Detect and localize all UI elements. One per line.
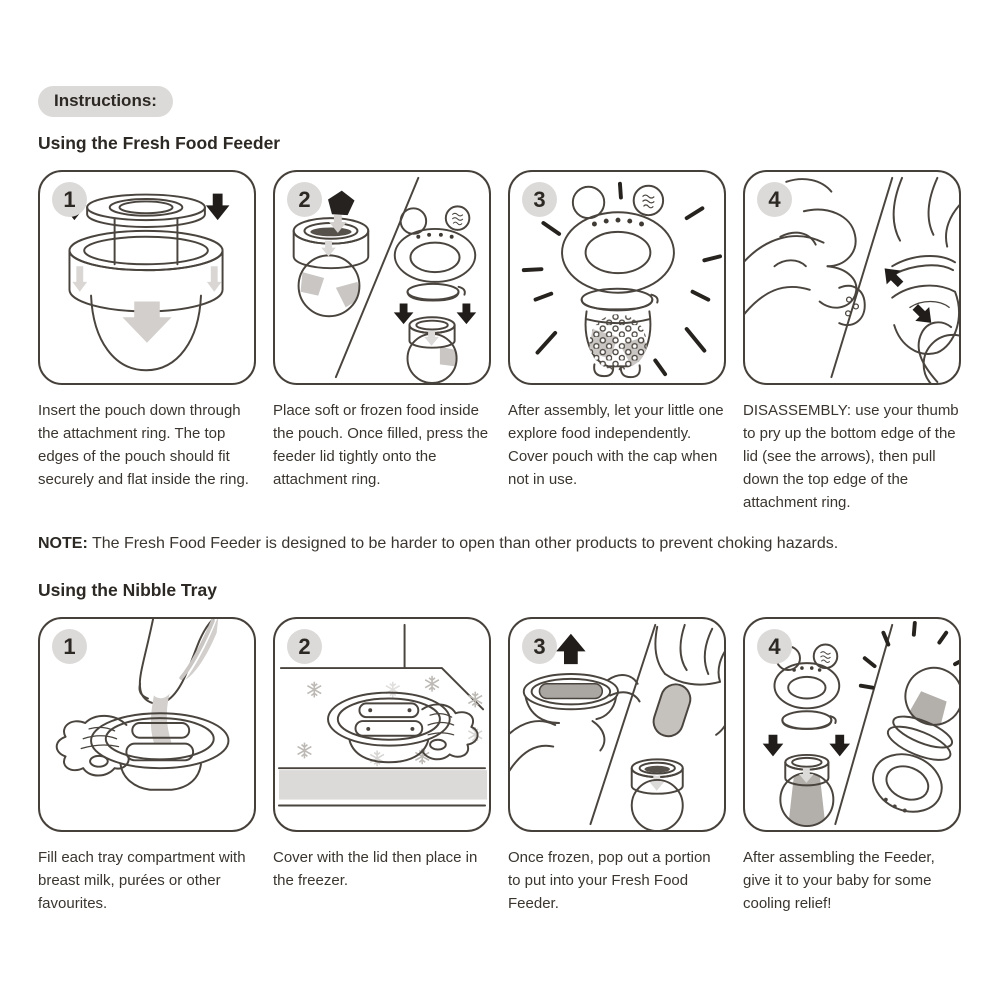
step-panel: 1 xyxy=(38,617,256,832)
note-text: NOTE: The Fresh Food Feeder is designed … xyxy=(38,534,964,554)
feeder-captions-row: Insert the pouch down through the attach… xyxy=(38,399,964,514)
step-panel: 1 xyxy=(38,170,256,385)
step-caption: Once frozen, pop out a portion to put in… xyxy=(508,849,711,912)
step-number: 4 xyxy=(768,633,781,659)
step-panel: 4 xyxy=(743,617,961,832)
step-panel: 4 xyxy=(743,170,961,385)
step-badge: 1 xyxy=(52,629,87,664)
step-badge: 1 xyxy=(52,182,87,217)
instructions-pill: Instructions: xyxy=(38,86,173,117)
step-number: 2 xyxy=(298,186,311,212)
step-number: 1 xyxy=(63,186,76,212)
instruction-sheet: Instructions: Using the Fresh Food Feede… xyxy=(38,86,964,915)
tray-in-freezer-illustration xyxy=(277,623,488,807)
feeder-steps-row: 1 xyxy=(38,170,964,385)
note-label: NOTE: xyxy=(38,535,88,552)
step-number: 4 xyxy=(768,186,781,212)
pour-into-tray-illustration xyxy=(55,619,230,791)
step-caption: DISASSEMBLY: use your thumb to pry up th… xyxy=(743,402,959,511)
section-title-fresh-food-feeder: Using the Fresh Food Feeder xyxy=(38,133,281,153)
step-caption: Cover with the lid then place in the fre… xyxy=(273,849,478,889)
step-panel: 3 xyxy=(508,617,726,832)
pouch-into-attachment-ring-illustration xyxy=(62,193,230,372)
step-number: 3 xyxy=(533,186,546,212)
step-caption: Fill each tray compartment with breast m… xyxy=(38,849,246,912)
step-number: 2 xyxy=(298,633,311,659)
step-caption: After assembling the Feeder, give it to … xyxy=(743,849,935,912)
step-caption: After assembly, let your little one expl… xyxy=(508,402,724,488)
step-number: 1 xyxy=(63,633,76,659)
tray-steps-row: 1 xyxy=(38,617,964,832)
step-badge: 3 xyxy=(522,629,557,664)
section-title-nibble-tray: Using the Nibble Tray xyxy=(38,580,217,600)
step-badge: 2 xyxy=(287,629,322,664)
step-number: 3 xyxy=(533,633,546,659)
fill-pouch-and-press-lid-illustration xyxy=(292,176,477,383)
step-badge: 4 xyxy=(757,629,792,664)
step-badge: 2 xyxy=(287,182,322,217)
step-panel: 2 xyxy=(273,617,491,832)
step-caption: Insert the pouch down through the attach… xyxy=(38,402,249,488)
step-badge: 4 xyxy=(757,182,792,217)
step-panel: 2 xyxy=(273,170,491,385)
pop-out-frozen-portion-illustration xyxy=(510,623,724,830)
tray-captions-row: Fill each tray compartment with breast m… xyxy=(38,846,964,915)
note-body: The Fresh Food Feeder is designed to be … xyxy=(91,535,839,552)
step-panel: 3 xyxy=(508,170,726,385)
step-badge: 3 xyxy=(522,182,557,217)
step-caption: Place soft or frozen food inside the pou… xyxy=(273,402,489,488)
disassembly-hands-illustration xyxy=(745,176,959,383)
assembled-feeder-illustration xyxy=(521,181,723,379)
assemble-and-give-to-baby-illustration xyxy=(762,620,959,828)
